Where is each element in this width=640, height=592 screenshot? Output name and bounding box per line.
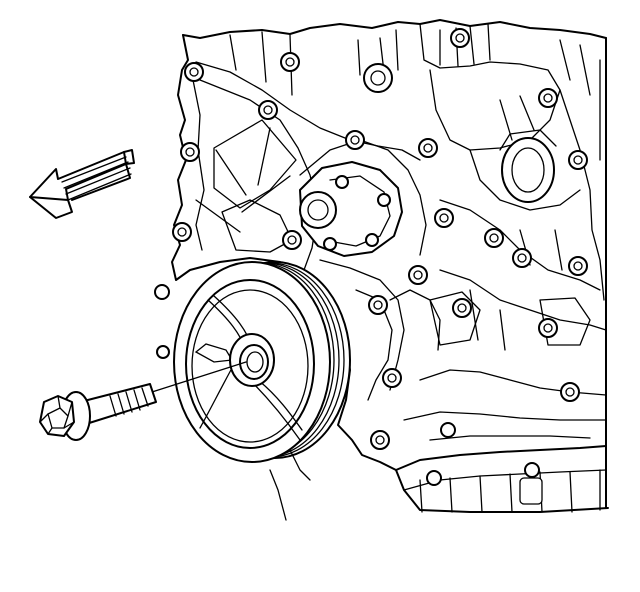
cam-sensor-port bbox=[499, 129, 557, 203]
engine-block-front bbox=[171, 19, 609, 513]
crankshaft-balancer bbox=[173, 261, 351, 463]
install-centerline bbox=[151, 361, 247, 393]
cover-bolts bbox=[154, 28, 588, 486]
water-pump bbox=[299, 161, 403, 257]
balancer-bolt-icon bbox=[39, 383, 157, 441]
block-lower-edge bbox=[269, 449, 311, 521]
direction-arrow-icon bbox=[29, 149, 135, 219]
oil-pan bbox=[395, 435, 607, 513]
